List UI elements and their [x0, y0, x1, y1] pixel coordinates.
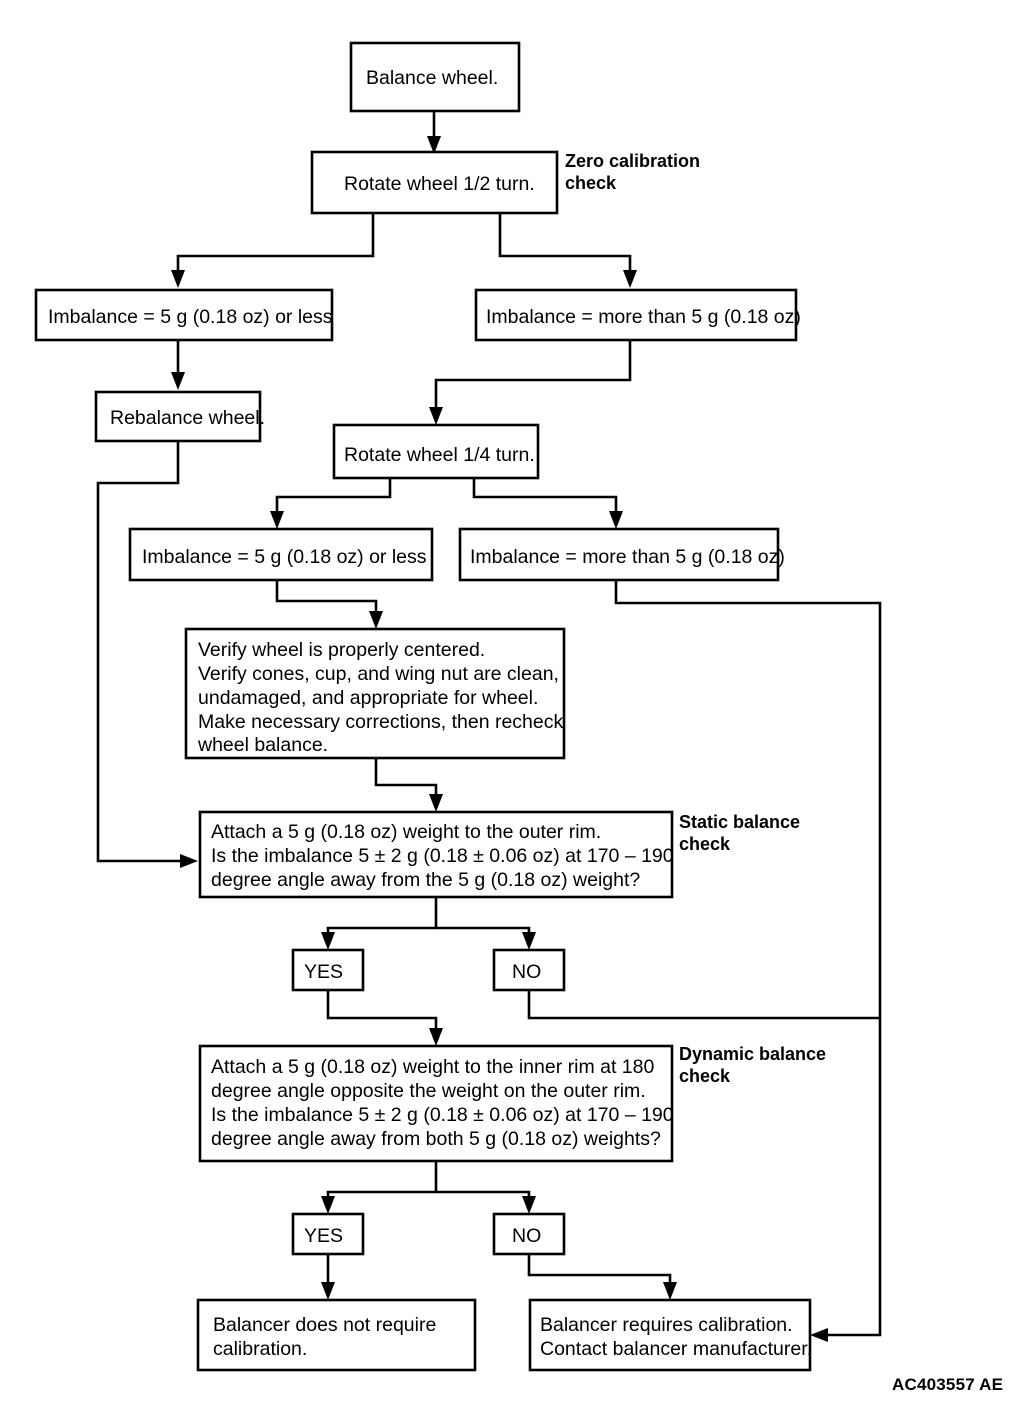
annotation-zero-calibration-line2: check: [565, 173, 617, 193]
arrowhead-static-yes: [321, 932, 335, 950]
node-dynamic-balance-line4: degree angle away from both 5 g (0.18 oz…: [211, 1128, 661, 1150]
annotation-static-balance-line2: check: [679, 834, 731, 854]
connector-rotatequarter-to-imbalance-less2: [275, 478, 392, 517]
arrowhead-dynamic-no: [522, 1196, 536, 1214]
annotation-dynamic-balance-check: Dynamic balance check: [679, 1044, 826, 1086]
arrowhead-to-rotatequarter: [429, 407, 443, 425]
annotation-dynamic-balance-line2: check: [679, 1066, 731, 1086]
node-verify-wheel-line1: Verify wheel is properly centered.: [198, 639, 485, 661]
node-dynamic-no[interactable]: NO: [492, 1212, 566, 1256]
node-static-no-label: NO: [512, 961, 541, 983]
node-result-no-calibration-line2: calibration.: [213, 1338, 307, 1360]
connector-rotatehalf-to-imbalance-more: [498, 213, 632, 276]
node-verify-wheel[interactable]: Verify wheel is properly centered. Verif…: [184, 627, 566, 760]
arrowhead-dynamic-yes-to-result-ok: [321, 1282, 335, 1300]
node-dynamic-balance-line3: Is the imbalance 5 ± 2 g (0.18 ± 0.06 oz…: [211, 1104, 674, 1126]
connector-imbalancemore1-to-rotatequarter: [434, 340, 632, 413]
node-balance-wheel-label: Balance wheel.: [366, 67, 498, 89]
arrowhead-balance-to-rotate-half: [427, 136, 441, 154]
connector-rotatehalf-to-imbalance-less: [176, 213, 375, 276]
node-dynamic-balance-line1: Attach a 5 g (0.18 oz) weight to the inn…: [211, 1056, 654, 1078]
node-rebalance-wheel[interactable]: Rebalance wheel.: [94, 390, 265, 443]
arrowhead-dynamic-yes: [321, 1196, 335, 1214]
annotation-static-balance-line1: Static balance: [679, 812, 800, 832]
arrowhead-rotatehalf-right: [623, 270, 637, 288]
arrowhead-right-rail-to-result: [810, 1328, 828, 1342]
node-imbalance-less-row2-label: Imbalance = 5 g (0.18 oz) or less: [48, 306, 333, 328]
connector-dynamic-split-no: [436, 1190, 531, 1202]
arrowhead-dynamic-no-to-result: [663, 1282, 677, 1300]
annotation-zero-calibration-check: Zero calibration check: [565, 151, 700, 193]
node-dynamic-no-label: NO: [512, 1225, 541, 1247]
arrowhead-to-rebalance: [171, 372, 185, 390]
node-verify-wheel-line2: Verify cones, cup, and wing nut are clea…: [198, 663, 559, 685]
node-static-balance-line3: degree angle away from the 5 g (0.18 oz)…: [211, 869, 640, 891]
annotation-zero-calibration-line1: Zero calibration: [565, 151, 700, 171]
node-imbalance-more-row3[interactable]: Imbalance = more than 5 g (0.18 oz): [458, 527, 785, 582]
connector-rebalance-to-static: [96, 441, 186, 863]
node-dynamic-balance-question[interactable]: Attach a 5 g (0.18 oz) weight to the inn…: [198, 1044, 674, 1163]
node-static-balance-question[interactable]: Attach a 5 g (0.18 oz) weight to the out…: [198, 810, 674, 899]
connector-static-split-no: [436, 926, 531, 938]
node-imbalance-more-row2[interactable]: Imbalance = more than 5 g (0.18 oz): [474, 288, 801, 342]
arrowhead-rebalance-to-static: [180, 854, 198, 868]
node-rotate-quarter-turn-label: Rotate wheel 1/4 turn.: [344, 444, 535, 466]
arrowhead-rotatehalf-left: [171, 270, 185, 288]
node-imbalance-less-row3[interactable]: Imbalance = 5 g (0.18 oz) or less: [128, 527, 434, 582]
node-static-balance-line2: Is the imbalance 5 ± 2 g (0.18 ± 0.06 oz…: [211, 845, 674, 867]
node-result-requires-calibration-line2: Contact balancer manufacturer.: [540, 1338, 812, 1360]
node-balance-wheel[interactable]: Balance wheel.: [349, 41, 521, 113]
node-rotate-quarter-turn[interactable]: Rotate wheel 1/4 turn.: [332, 423, 540, 480]
connector-dynamic-no-to-result-calibration: [527, 1254, 672, 1288]
node-imbalance-less-row2[interactable]: Imbalance = 5 g (0.18 oz) or less: [34, 288, 334, 342]
node-rebalance-wheel-label: Rebalance wheel.: [110, 407, 265, 429]
node-static-yes[interactable]: YES: [291, 948, 365, 992]
node-verify-wheel-line4: Make necessary corrections, then recheck: [198, 711, 563, 733]
node-static-balance-line1: Attach a 5 g (0.18 oz) weight to the out…: [211, 821, 601, 843]
connector-imbalancemore2-to-result-calibration: [614, 580, 882, 1337]
node-imbalance-more-row3-label: Imbalance = more than 5 g (0.18 oz): [470, 546, 785, 568]
node-result-requires-calibration-line1: Balancer requires calibration.: [540, 1314, 793, 1336]
connector-static-no-to-right-rail: [527, 990, 880, 1020]
node-dynamic-yes-label: YES: [304, 1225, 343, 1247]
arrowhead-verify-to-static: [429, 794, 443, 812]
node-imbalance-more-row2-label: Imbalance = more than 5 g (0.18 oz): [486, 306, 801, 328]
node-rotate-half-turn-label: Rotate wheel 1/2 turn.: [344, 173, 535, 195]
node-verify-wheel-line5: wheel balance.: [197, 734, 328, 756]
node-static-no[interactable]: NO: [492, 948, 566, 992]
connector-dynamic-split-stem: [326, 1161, 438, 1202]
arrowhead-static-no: [522, 932, 536, 950]
connector-static-yes-to-dynamic: [326, 990, 438, 1034]
arrowhead-static-yes-to-dynamic: [429, 1028, 443, 1046]
node-result-no-calibration[interactable]: Balancer does not require calibration.: [196, 1298, 477, 1372]
node-rotate-half-turn[interactable]: Rotate wheel 1/2 turn.: [310, 150, 559, 215]
node-imbalance-less-row3-label: Imbalance = 5 g (0.18 oz) or less: [142, 546, 427, 568]
arrowhead-to-verify: [369, 611, 383, 629]
connector-verify-to-static: [374, 758, 438, 800]
connector-rotatequarter-to-imbalance-more2: [472, 478, 618, 517]
node-dynamic-yes[interactable]: YES: [291, 1212, 365, 1256]
node-verify-wheel-line3: undamaged, and appropriate for wheel.: [198, 687, 538, 709]
arrowhead-rotatequarter-right: [609, 511, 623, 529]
node-result-no-calibration-line1: Balancer does not require: [213, 1314, 436, 1336]
connector-imbalanceless2-to-verify: [275, 580, 378, 617]
node-dynamic-balance-line2: degree angle opposite the weight on the …: [211, 1080, 646, 1102]
annotation-dynamic-balance-line1: Dynamic balance: [679, 1044, 826, 1064]
annotation-static-balance-check: Static balance check: [679, 812, 800, 854]
connector-static-split-stem: [326, 897, 438, 938]
node-result-requires-calibration[interactable]: Balancer requires calibration. Contact b…: [528, 1298, 812, 1372]
figure-reference-code: AC403557 AE: [892, 1375, 1003, 1394]
node-static-yes-label: YES: [304, 961, 343, 983]
arrowhead-rotatequarter-left: [270, 511, 284, 529]
